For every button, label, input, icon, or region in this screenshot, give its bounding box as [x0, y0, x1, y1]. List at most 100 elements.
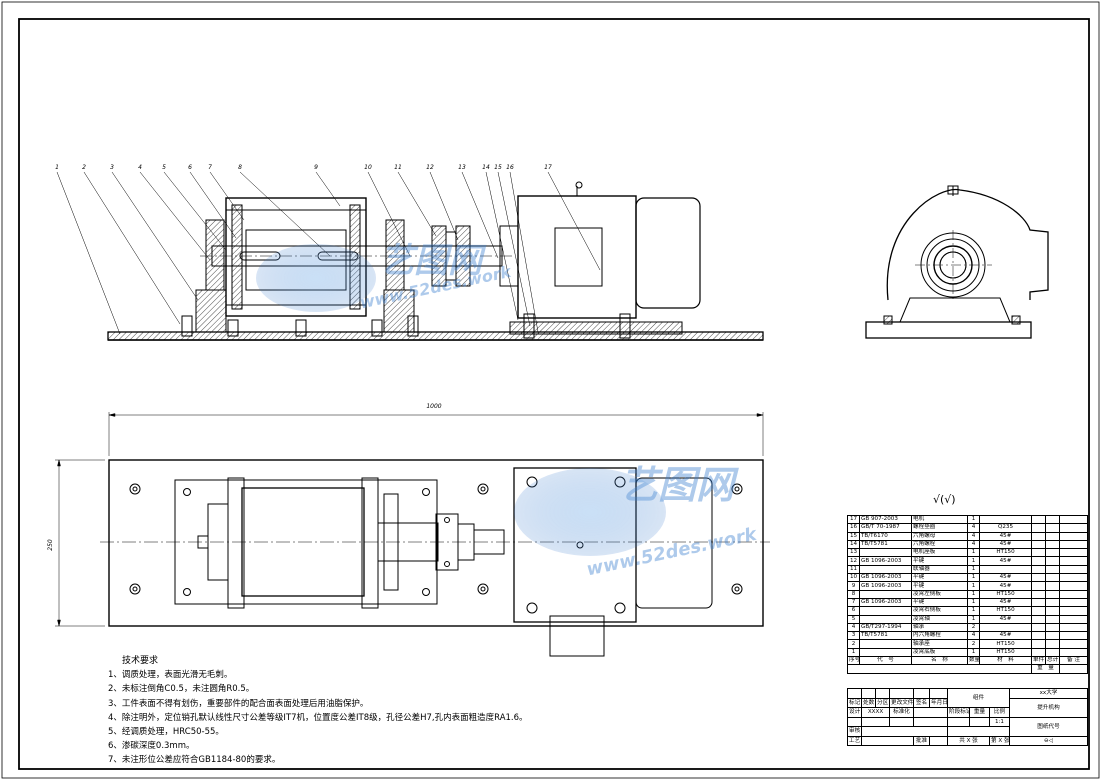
part-material: Q235: [979, 523, 1032, 533]
dimension-width: 250: [47, 539, 54, 551]
date-label: 年月日: [929, 697, 948, 708]
part-material: 45#: [979, 556, 1032, 566]
part-name: 平键: [911, 581, 968, 591]
part-index: 4: [847, 622, 860, 633]
part-empty-cell: [1031, 622, 1046, 633]
part-material: 45#: [979, 573, 1032, 583]
part-name: 电机: [911, 514, 968, 525]
scale-label: 比例: [989, 707, 1010, 718]
part-empty-cell: [1031, 639, 1046, 649]
note-line: 2、未标注倒角C0.5，未注圆角R0.5。: [108, 684, 255, 695]
part-empty-cell: [1031, 614, 1046, 624]
part-empty-cell: [1059, 548, 1088, 558]
part-code: GB 907-2003: [859, 514, 912, 525]
weight-label: 重量: [969, 707, 990, 718]
part-empty-cell: [1059, 639, 1088, 649]
part-empty-cell: [1059, 606, 1088, 616]
part-empty-cell: [1031, 514, 1046, 525]
part-code: TB/T5781: [859, 631, 912, 641]
part-qty: 1: [967, 614, 980, 624]
part-index: 10: [847, 573, 860, 583]
part-empty-cell: [1045, 631, 1060, 641]
part-code: GB/T297-1994: [859, 622, 912, 633]
part-name: 六角螺栓: [911, 539, 968, 550]
side-view: [865, 185, 1049, 339]
part-qty: 1: [967, 647, 980, 658]
part-name: 凌霄左侧板: [911, 589, 968, 599]
part-empty-cell: [1059, 573, 1088, 583]
part-empty-cell: [1059, 631, 1088, 641]
part-code: GB 1096-2003: [859, 573, 912, 583]
part-code: [859, 589, 912, 599]
part-name: 平键: [911, 573, 968, 583]
part-material: 45#: [979, 631, 1032, 641]
standard-label: 标准化: [889, 707, 914, 718]
drawing-number: 图纸代号: [1009, 716, 1088, 737]
balloon-12: 12: [426, 164, 434, 171]
part-code: [859, 564, 912, 575]
part-empty-cell: [1045, 614, 1060, 624]
count-label: 处数: [861, 697, 876, 708]
part-qty: 1: [967, 556, 980, 566]
note-line: 1、调质处理，表面光滑无毛刺。: [108, 670, 233, 681]
sheet-count: 共 X 张: [947, 735, 990, 746]
balloon-2: 2: [82, 164, 86, 171]
notes-title: 技术要求: [122, 656, 159, 666]
part-index: 7: [847, 597, 860, 608]
part-empty-cell: [1059, 597, 1088, 608]
part-empty-cell: [1059, 523, 1088, 533]
part-material: 45#: [979, 539, 1032, 550]
part-empty-cell: [1045, 548, 1060, 558]
part-qty: 1: [967, 514, 980, 525]
balloon-10: 10: [364, 164, 372, 171]
part-index: 9: [847, 581, 860, 591]
part-material: [979, 564, 1032, 575]
part-empty-cell: [1031, 531, 1046, 541]
watermark-brand-2: 艺图网: [620, 463, 739, 507]
header-qty: 数量: [967, 656, 980, 666]
part-empty-cell: [1031, 573, 1046, 583]
balloon-14: 14: [482, 164, 490, 171]
part-index: 16: [847, 523, 860, 533]
part-empty-cell: [1045, 639, 1060, 649]
part-index: 17: [847, 514, 860, 525]
balloon-9: 9: [314, 164, 318, 171]
balloon-3: 3: [110, 164, 114, 171]
part-code: [859, 548, 912, 558]
drawing-name: 提升机构: [1009, 697, 1088, 718]
part-empty-cell: [1059, 556, 1088, 566]
craft-label: 工艺: [847, 735, 862, 746]
part-material: 45#: [979, 597, 1032, 608]
part-empty-cell: [1045, 606, 1060, 616]
part-index: 2: [847, 639, 860, 649]
part-empty-cell: [1045, 556, 1060, 566]
part-empty-cell: [1045, 622, 1060, 633]
part-name: 凌霄底板: [911, 647, 968, 658]
balloon-6: 6: [188, 164, 192, 171]
part-empty-cell: [1059, 647, 1088, 658]
part-code: [859, 647, 912, 658]
part-code: [859, 606, 912, 616]
balloon-13: 13: [458, 164, 466, 171]
sign-label: 签名: [913, 697, 930, 708]
part-empty-cell: [1031, 631, 1046, 641]
part-qty: 2: [967, 639, 980, 649]
part-name: 联轴器: [911, 564, 968, 575]
part-empty-cell: [1031, 606, 1046, 616]
part-material: 45#: [979, 581, 1032, 591]
part-index: 1: [847, 647, 860, 658]
part-empty-cell: [1045, 647, 1060, 658]
part-empty-cell: [1031, 647, 1046, 658]
part-qty: 1: [967, 564, 980, 575]
part-index: 11: [847, 564, 860, 575]
part-qty: 1: [967, 589, 980, 599]
